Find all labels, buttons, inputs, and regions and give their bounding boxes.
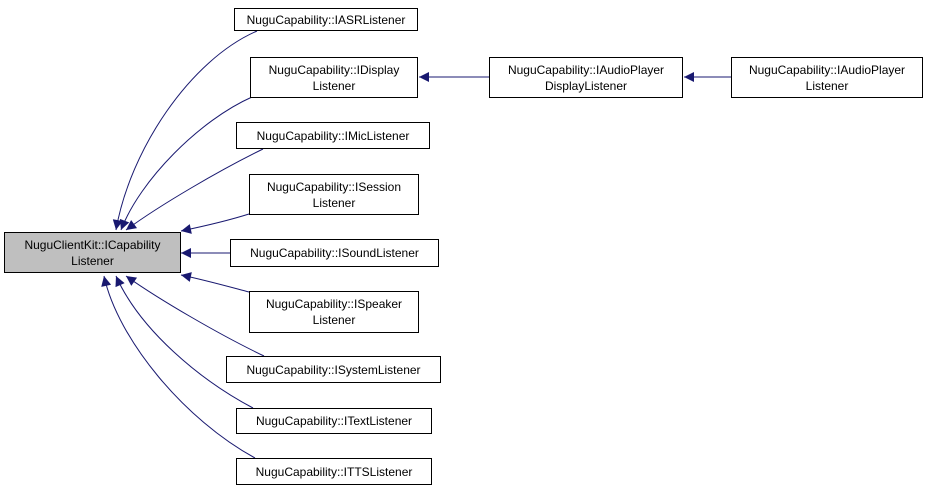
node-sound[interactable]: NuguCapability::ISoundListener (230, 239, 439, 267)
node-sound-line-1: NuguCapability::ISoundListener (250, 246, 419, 260)
node-session[interactable]: NuguCapability::ISession Listener (249, 174, 419, 215)
edge-asr-to-root (112, 30, 258, 231)
node-speaker-line-2: Listener (312, 313, 356, 327)
node-tts[interactable]: NuguCapability::ITTSListener (236, 458, 432, 485)
node-apdisplay-line-1: NuguCapability::IAudioPlayer (507, 62, 665, 77)
edge-tts-to-root (101, 275, 256, 459)
edge-system-to-root (125, 275, 265, 357)
node-asr[interactable]: NuguCapability::IASRListener (234, 8, 418, 31)
node-root-line-2: Listener (71, 253, 114, 268)
node-ap-line-2: Listener (805, 78, 849, 93)
node-display[interactable]: NuguCapability::IDisplay Listener (250, 57, 418, 98)
node-speaker-line-1: NuguCapability::ISpeaker (265, 297, 403, 311)
edge-text-to-root (115, 275, 254, 409)
node-asr-line-1: NuguCapability::IASRListener (246, 12, 406, 27)
edge-mic-to-root (125, 148, 264, 231)
node-text[interactable]: NuguCapability::ITextListener (236, 408, 432, 434)
node-ap[interactable]: NuguCapability::IAudioPlayer Listener (731, 57, 923, 98)
node-text-line-1: NuguCapability::ITextListener (255, 414, 413, 428)
edge-display-to-root (119, 96, 253, 231)
node-root: NuguClientKit::ICapability Listener (4, 232, 181, 273)
node-system-line-1: NuguCapability::ISystemListener (246, 362, 421, 377)
node-speaker[interactable]: NuguCapability::ISpeaker Listener (249, 291, 419, 333)
node-tts-line-1: NuguCapability::ITTSListener (255, 464, 413, 479)
node-system[interactable]: NuguCapability::ISystemListener (226, 356, 441, 383)
node-display-line-2: Listener (312, 78, 356, 93)
node-apdisplay-line-2: DisplayListener (544, 78, 628, 93)
node-session-line-1: NuguCapability::ISession (266, 179, 402, 194)
node-mic[interactable]: NuguCapability::IMicListener (236, 122, 430, 149)
node-session-line-2: Listener (312, 195, 356, 210)
node-ap-line-1: NuguCapability::IAudioPlayer (748, 62, 906, 77)
node-display-line-1: NuguCapability::IDisplay (268, 62, 400, 77)
node-root-line-1: NuguClientKit::ICapability (24, 237, 161, 252)
edge-speaker-to-root (180, 272, 250, 293)
node-mic-line-1: NuguCapability::IMicListener (256, 128, 410, 143)
edge-session-to-root (180, 213, 250, 234)
node-apdisplay[interactable]: NuguCapability::IAudioPlayer DisplayList… (489, 57, 683, 98)
